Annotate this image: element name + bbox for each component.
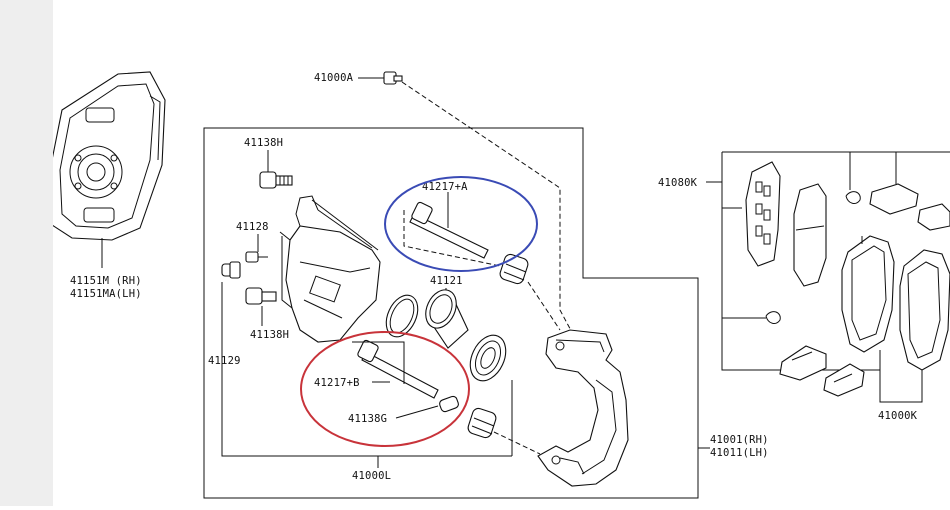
slide-pin-41217b-part bbox=[357, 339, 439, 399]
bolt-41000a-part bbox=[383, 71, 403, 85]
label-41129: 41129 bbox=[208, 355, 241, 367]
dashed-line-boot-lower bbox=[493, 431, 541, 455]
label-41138h-top: 41138H bbox=[244, 137, 283, 149]
label-41000k: 41000K bbox=[878, 410, 918, 422]
bolt-41138h-mid-part bbox=[245, 287, 277, 305]
dashed-line-41000a bbox=[401, 81, 576, 339]
label-41151m: 41151M (RH) bbox=[70, 275, 142, 287]
label-41000a: 41000A bbox=[314, 72, 354, 84]
dust-shield-part bbox=[49, 71, 166, 241]
bushing-41138g-part bbox=[439, 395, 459, 413]
parts-diagram-canvas: 41151M (RH) 41151MA(LH) 41000A 41138H 41… bbox=[49, 0, 950, 506]
pad-clip-right-part bbox=[917, 203, 950, 231]
dashed-line-boot-upper bbox=[527, 281, 561, 331]
caliper-body-part bbox=[279, 195, 381, 343]
wear-indicator-part bbox=[722, 311, 781, 324]
leader-41138g bbox=[395, 405, 439, 419]
label-41151ma: 41151MA(LH) bbox=[70, 288, 142, 300]
label-41128: 41128 bbox=[236, 221, 269, 233]
highlight-circle-upper bbox=[384, 176, 538, 272]
cap-41129-part bbox=[221, 261, 241, 279]
label-41011: 41011(LH) bbox=[710, 447, 769, 459]
piston-part bbox=[425, 289, 469, 349]
pad-kit-box bbox=[721, 151, 950, 371]
bracket-41217b bbox=[352, 341, 405, 384]
label-41001: 41001(RH) bbox=[710, 434, 769, 446]
piston-boot-part bbox=[469, 334, 507, 382]
label-41217a: 41217+A bbox=[422, 181, 468, 193]
label-41217b: 41217+B bbox=[314, 377, 360, 389]
bracket-41000k bbox=[879, 350, 923, 403]
pad-clip-top-part bbox=[869, 152, 919, 215]
label-41121: 41121 bbox=[430, 275, 463, 287]
shim-plate-part bbox=[745, 161, 781, 267]
dashed-line-41217a bbox=[403, 210, 501, 267]
pad-clip-bottom-part bbox=[779, 345, 865, 397]
brake-pad-outer-part bbox=[899, 249, 950, 371]
boot-lower-part bbox=[467, 407, 497, 439]
caliper-bracket-part bbox=[537, 329, 629, 487]
bleeder-41128-part bbox=[245, 251, 268, 263]
slide-pin-41217a-part bbox=[409, 201, 489, 259]
piston-seal-part bbox=[385, 294, 419, 338]
label-41000l: 41000L bbox=[352, 470, 391, 482]
brake-pad-inner-part bbox=[841, 235, 895, 353]
shim-insulator-part bbox=[793, 183, 827, 287]
highlight-circle-lower bbox=[300, 331, 470, 447]
left-sidebar bbox=[0, 0, 53, 506]
spring-clip-part bbox=[845, 152, 861, 204]
caliper-assembly-box bbox=[203, 127, 699, 499]
brake-caliper-parts-diagram: 41151M (RH) 41151MA(LH) 41000A 41138H 41… bbox=[49, 71, 950, 499]
label-41080k: 41080K bbox=[658, 177, 698, 189]
label-41138g: 41138G bbox=[348, 413, 387, 425]
leader-41129 bbox=[221, 282, 512, 457]
bolt-41138h-top-part bbox=[259, 171, 293, 189]
label-41138h-mid: 41138H bbox=[250, 329, 289, 341]
